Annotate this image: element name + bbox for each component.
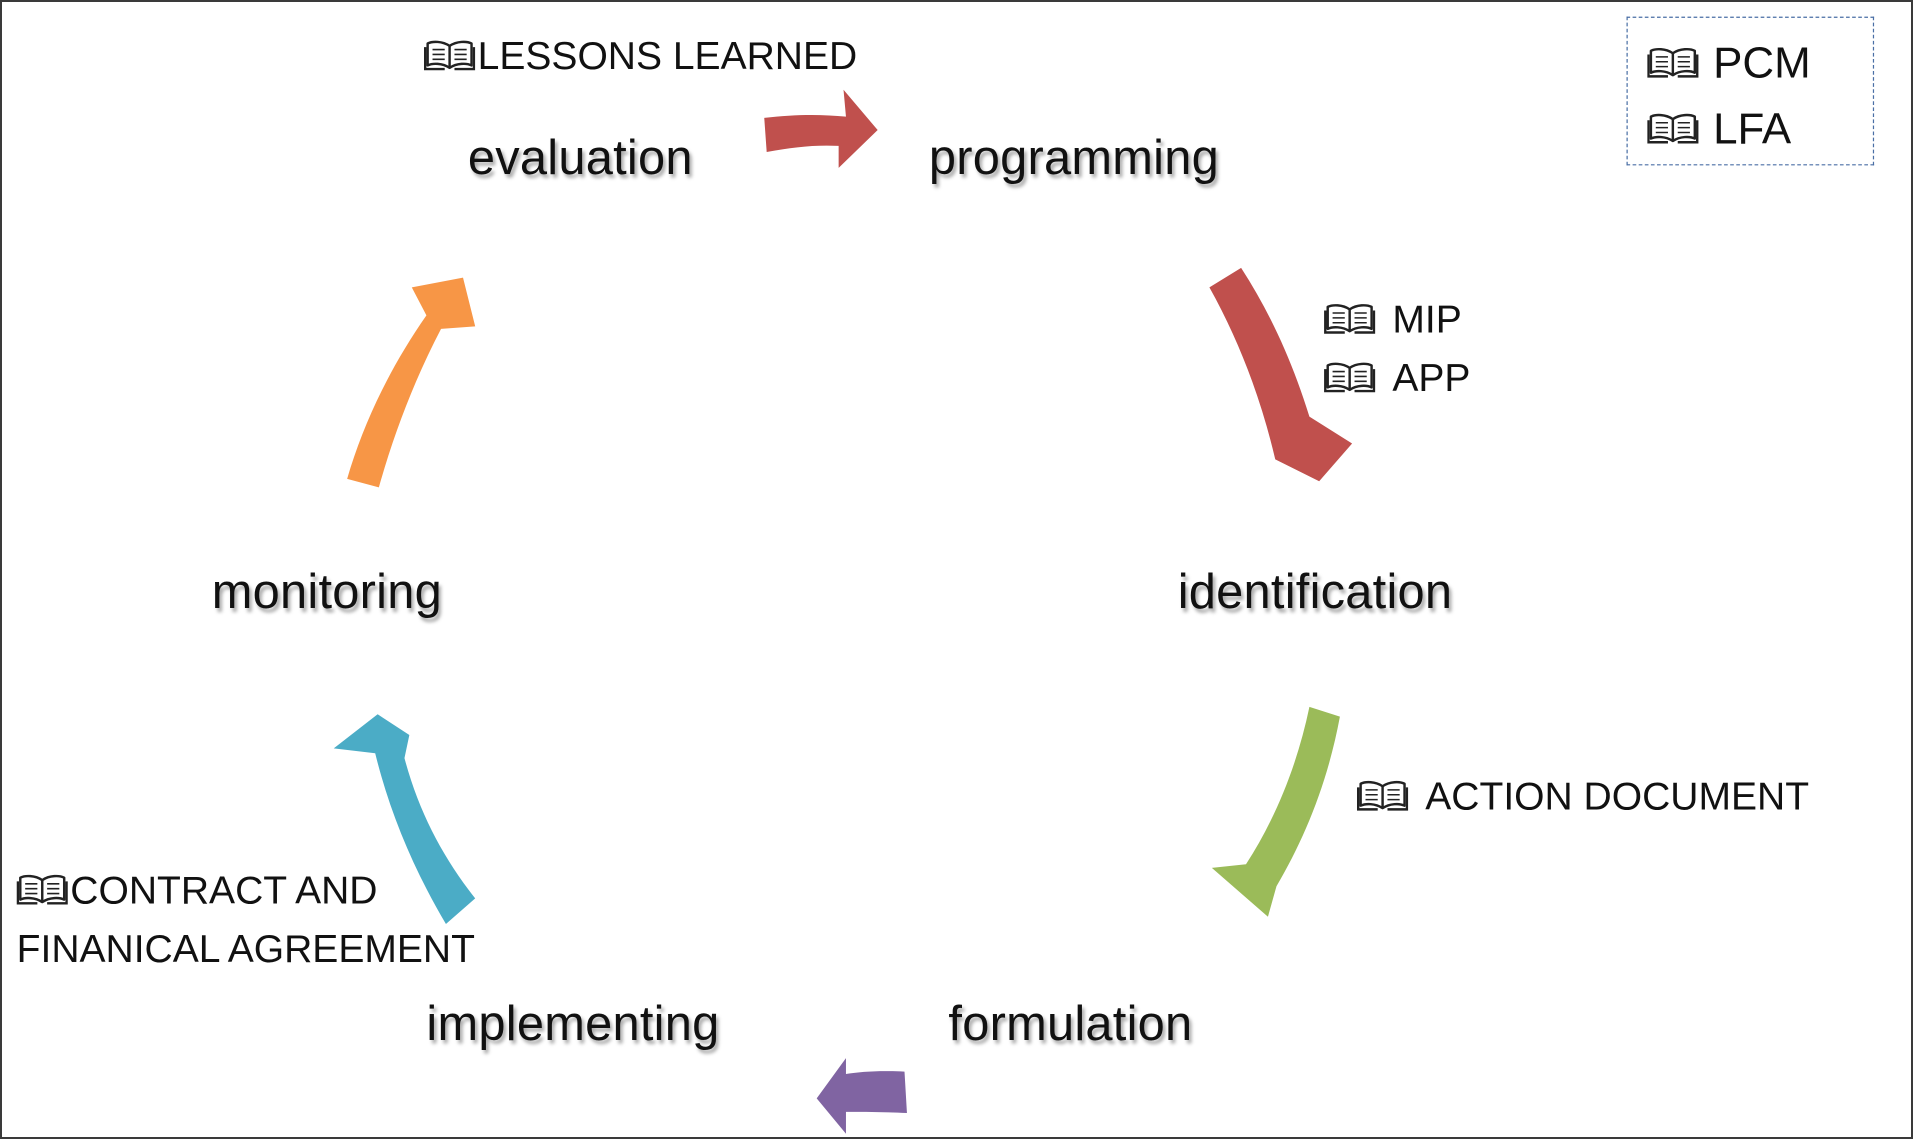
phase-monitoring: monitoring (211, 565, 442, 620)
note-lessons-learned: LESSONS LEARNED (424, 26, 857, 85)
arrow-formulation-to-implementing (816, 1058, 907, 1134)
open-book-icon (424, 40, 475, 72)
arrow-implementing-to-monitoring (333, 714, 476, 925)
phase-evaluation: evaluation (467, 131, 693, 185)
open-book-icon (1647, 113, 1698, 145)
arrow-evaluation-to-programming (764, 89, 878, 168)
arrow-monitoring-to-evaluation (347, 277, 476, 488)
action-document-label: ACTION DOCUMENT (1425, 774, 1810, 818)
note-programming-documents: MIP APP (1324, 290, 1470, 407)
contract-label-line2: FINANICAL AGREEMENT (16, 926, 475, 971)
mip-label: MIP (1392, 297, 1462, 342)
note-action-document: ACTION DOCUMENT (1357, 767, 1809, 826)
arrow-programming-to-identification (1209, 267, 1353, 482)
phase-identification: identification (1177, 565, 1453, 620)
phase-implementing: implementing (426, 997, 720, 1051)
arrow-identification-to-formulation (1211, 706, 1340, 917)
app-label: APP (1392, 355, 1471, 400)
phase-formulation: formulation (948, 997, 1193, 1051)
open-book-icon (17, 874, 68, 906)
note-contract-agreement: CONTRACT AND FINANICAL AGREEMENT (16, 861, 475, 978)
open-book-icon (1324, 303, 1375, 335)
open-book-icon (1647, 47, 1698, 79)
open-book-icon (1357, 780, 1408, 812)
lessons-learned-label: LESSONS LEARNED (477, 33, 858, 78)
phase-programming: programming (928, 131, 1219, 185)
legend-item-lfa: LFA (1713, 103, 1792, 154)
contract-label-line1: CONTRACT AND (70, 867, 378, 912)
open-book-icon (1324, 362, 1375, 394)
legend-item-pcm: PCM (1713, 37, 1811, 88)
reference-legend-box: PCM LFA (1626, 16, 1875, 166)
